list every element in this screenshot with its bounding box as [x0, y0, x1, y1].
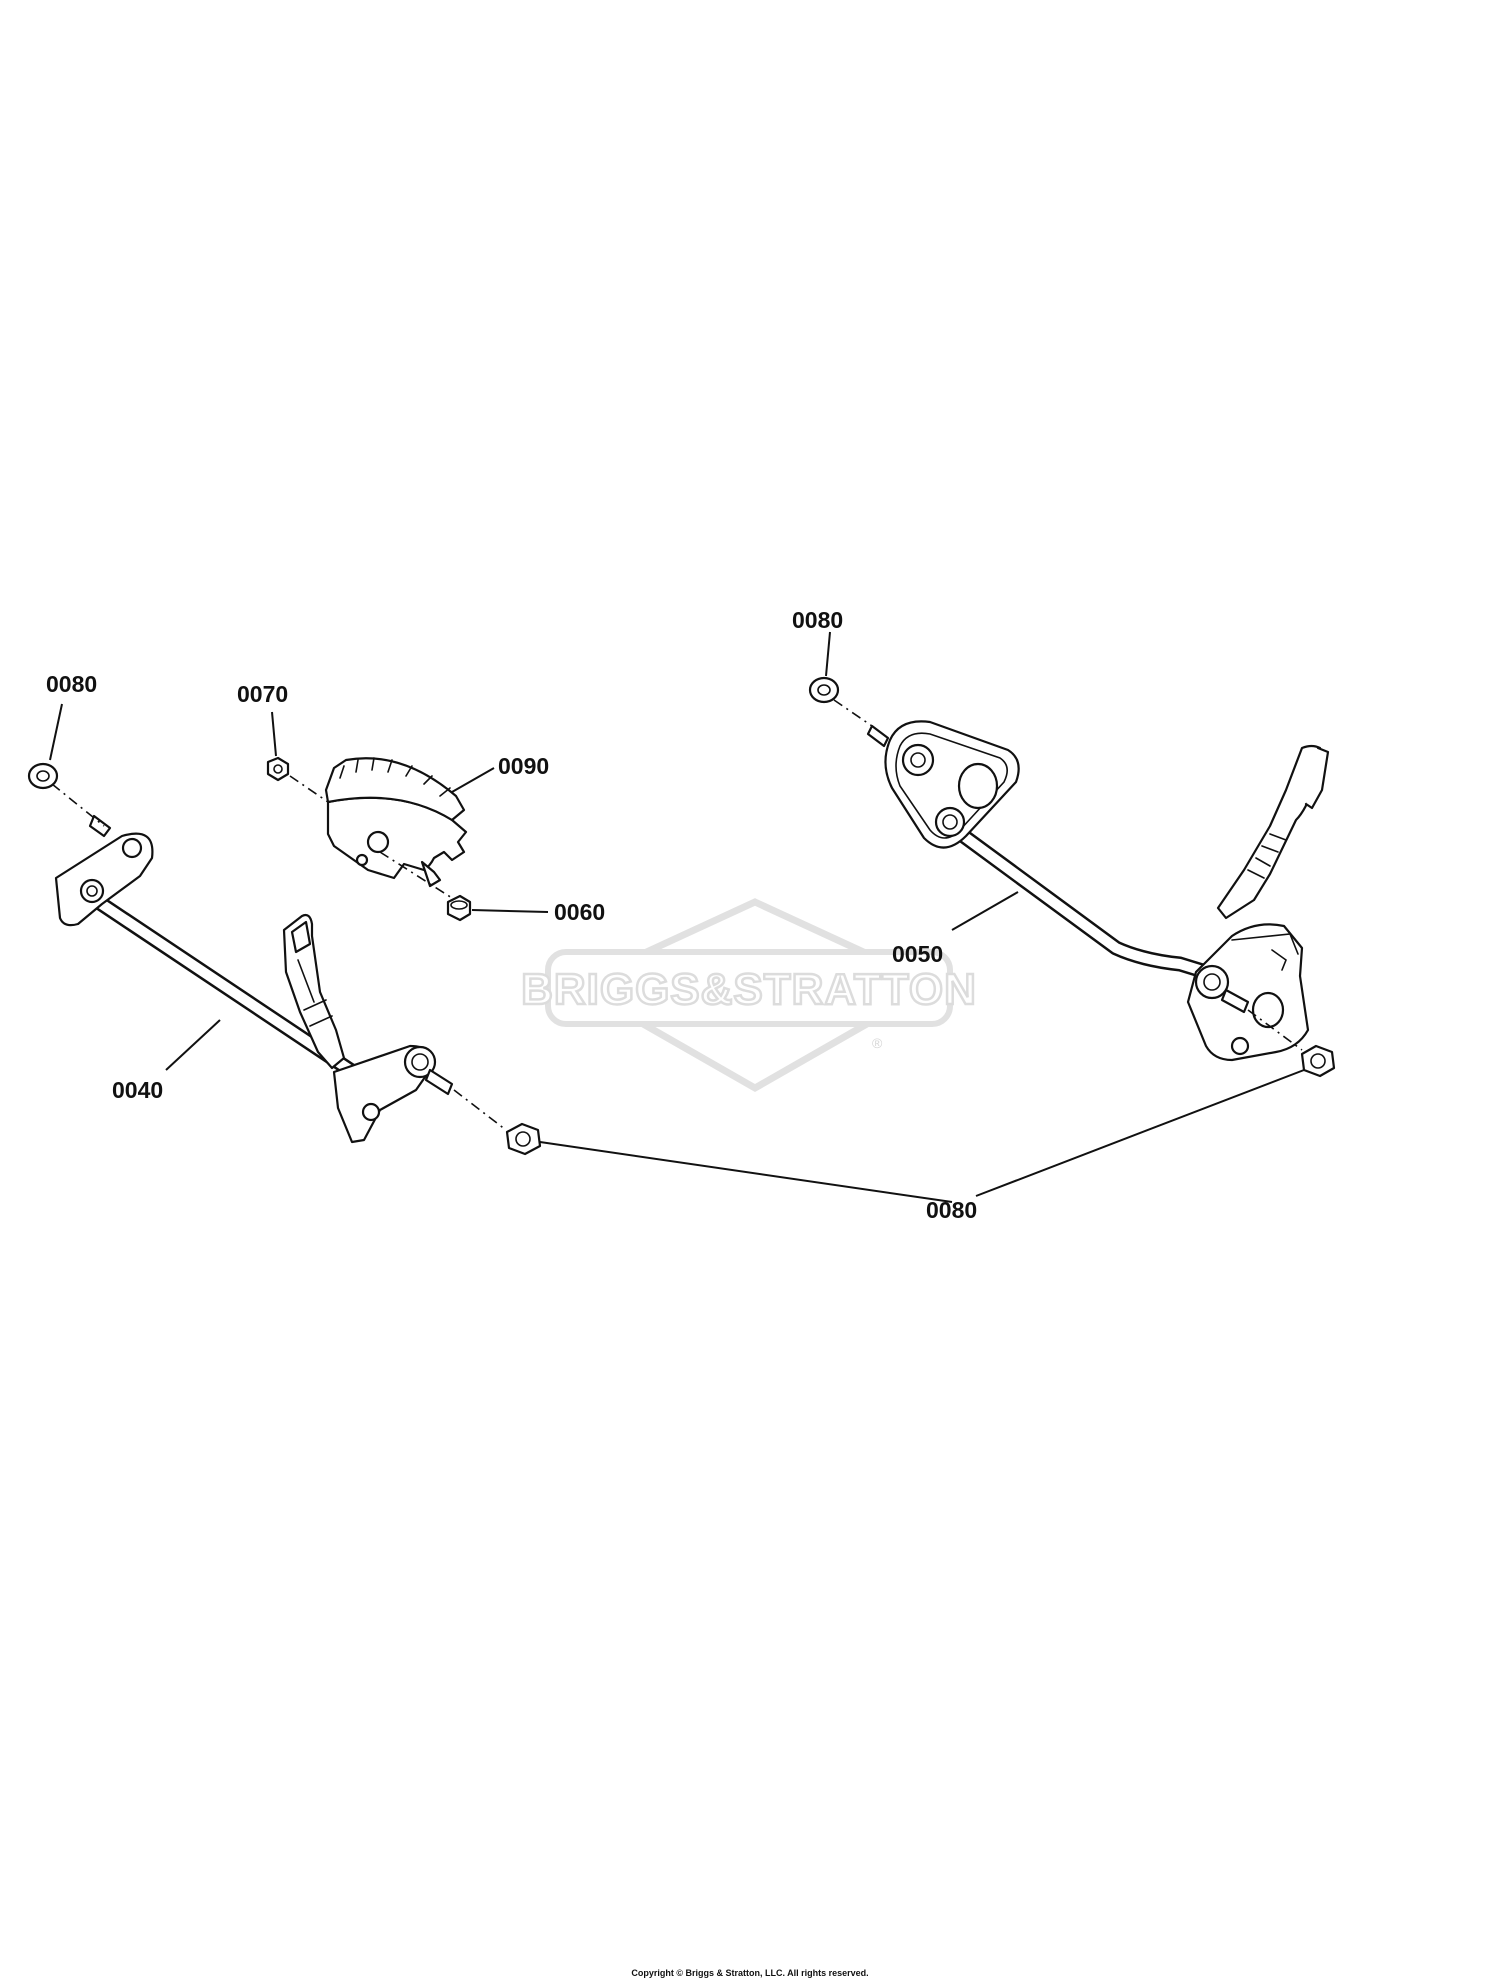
part-0080-nut-right [1300, 1044, 1336, 1078]
callout-labels: 0080 0070 0090 0060 0040 0080 0050 0080 [46, 607, 977, 1223]
callout-0080-top-left: 0080 [46, 671, 97, 697]
part-0070-nut [266, 756, 290, 782]
alignment-line [379, 851, 453, 899]
part-0060-bolt [446, 894, 472, 922]
part-0090-index-plate [324, 757, 468, 888]
callout-0080-top-right: 0080 [792, 607, 843, 633]
alignment-line [833, 699, 873, 727]
part-0050-shift-shaft-assembly [866, 720, 1330, 1062]
part-0040-shift-shaft-assembly [54, 814, 454, 1144]
briggs-stratton-watermark: BRIGGS&STRATTON ® [520, 898, 977, 1093]
callout-0080-bottom: 0080 [926, 1197, 977, 1223]
callout-0040: 0040 [112, 1077, 163, 1103]
leader-lines [49, 631, 1305, 1203]
callout-0070: 0070 [237, 681, 288, 707]
callout-0090: 0090 [498, 753, 549, 779]
copyright-footer: Copyright © Briggs & Stratton, LLC. All … [631, 1968, 869, 1978]
part-0080-washer-left [27, 762, 59, 790]
part-0080-nut-bottom-left [505, 1122, 542, 1156]
part-0080-washer-right [808, 676, 840, 704]
alignment-line [453, 1089, 507, 1131]
watermark-registered-mark: ® [872, 1035, 883, 1051]
callout-0050: 0050 [892, 941, 943, 967]
callout-0060: 0060 [554, 899, 605, 925]
watermark-brand: BRIGGS&STRATTON [521, 965, 977, 1014]
